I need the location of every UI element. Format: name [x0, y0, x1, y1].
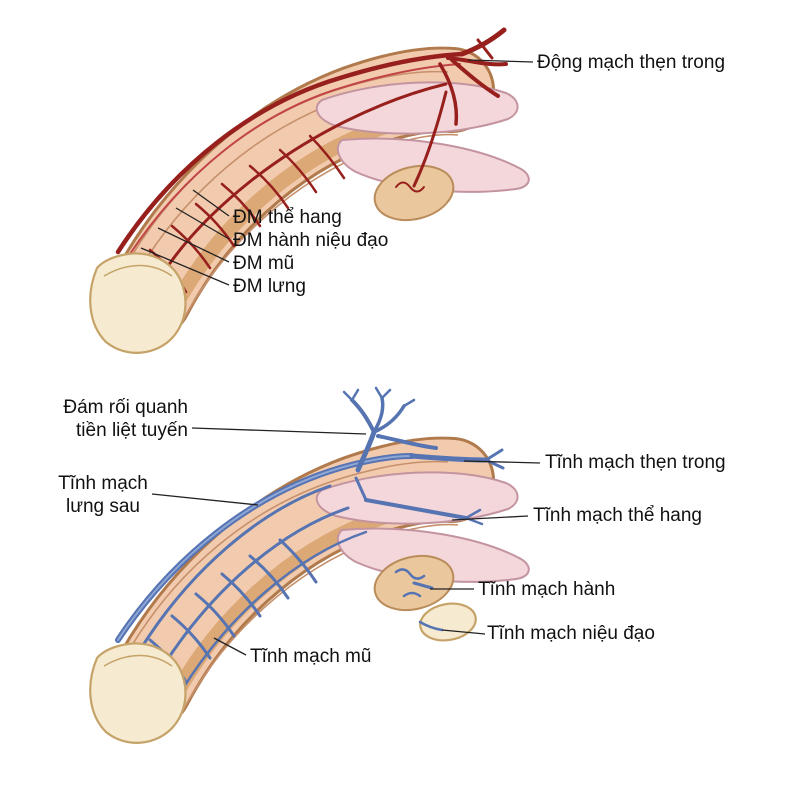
plexus-twig	[380, 388, 392, 400]
tunica-layer-line	[181, 133, 459, 323]
label-line: lưng sau	[66, 496, 140, 517]
periprostatic-plexus	[342, 386, 438, 473]
label-cavernosal-artery: ĐM thể hang	[233, 207, 342, 228]
pudendal-branch	[459, 27, 507, 57]
corpus-cavernosum-body	[315, 81, 519, 135]
label-cavernosal-vein: Tĩnh mạch thể hang	[533, 505, 702, 526]
plexus-branch	[372, 396, 385, 434]
longitudinal-vein	[180, 530, 368, 692]
leader-line-circumflex-artery	[157, 227, 230, 263]
bulbar-urethral-veins	[394, 568, 444, 632]
pudendal-branch	[438, 62, 459, 126]
dorsal-artery-companion	[125, 63, 461, 261]
plexus-twig	[402, 398, 416, 408]
deep-dorsal-vein-highlight	[117, 455, 413, 641]
circumflex-artery	[170, 224, 212, 270]
circumflex-vein-lattice	[138, 484, 368, 692]
bulb-artery-squiggle	[395, 181, 425, 193]
cavernosal-vein	[354, 476, 484, 526]
cavernosal-vein-root	[354, 476, 368, 502]
bulbar-vein	[394, 568, 426, 580]
circumflex-vein	[278, 538, 318, 584]
leader-line-deep-dorsal-vein	[151, 493, 259, 506]
pudendal-branch	[450, 58, 500, 98]
label-internal-pudendal-vein: Tĩnh mạch thẹn trong	[545, 452, 726, 473]
corona-line	[103, 654, 173, 667]
pudendal-vein	[409, 453, 489, 463]
longitudinal-vein	[138, 484, 332, 652]
longitudinal-vein	[160, 506, 350, 670]
bulbar-vein	[402, 591, 422, 598]
leader-line-circumflex-vein	[213, 637, 247, 656]
bulbourethral-artery	[412, 90, 448, 188]
label-periprostatic-plexus: Đám rối quanh tiền liệt tuyến	[38, 396, 188, 442]
cavernosal-vein-trunk	[364, 498, 468, 520]
leader-line-periprostatic-plexus	[191, 427, 367, 435]
dorsal-artery	[115, 51, 465, 255]
label-bulbar-vein: Tĩnh mạch hành	[478, 579, 616, 600]
leader-line-pudendal-vein	[463, 460, 541, 464]
leader-line-bulbourethral-artery	[175, 207, 230, 240]
urethral-bulb-tip	[419, 602, 477, 642]
circumflex-artery	[194, 202, 236, 248]
pudendal-vein-twig	[484, 448, 504, 462]
glans	[89, 252, 187, 354]
circumflex-artery	[278, 148, 318, 194]
label-deep-dorsal-vein: Tĩnh mạch lưng sau	[54, 472, 152, 518]
label-dorsal-artery: ĐM lưng	[233, 276, 306, 297]
venous-figure	[89, 386, 541, 744]
circumflex-vein	[194, 592, 236, 638]
label-line: Tĩnh mạch	[58, 473, 148, 494]
label-internal-pudendal-artery: Động mạch thẹn trong	[537, 52, 726, 73]
label-bulbourethral-artery: ĐM hành niệu đạo	[233, 230, 389, 251]
glans	[89, 642, 187, 744]
bulbar-vein	[412, 581, 434, 590]
leader-line-cavernosal-artery	[192, 189, 230, 217]
label-circumflex-artery: ĐM mũ	[233, 253, 295, 274]
internal-pudendal-artery-branches	[438, 27, 508, 126]
circumflex-artery	[220, 182, 262, 228]
leader-line-urethral-vein	[441, 629, 486, 635]
tunica-layer-line	[127, 460, 449, 653]
label-circumflex-vein: Tĩnh mạch mũ	[250, 646, 372, 667]
plexus-branch	[376, 434, 438, 450]
leader-line-cavernosal-vein	[451, 515, 529, 521]
label-line: Đám rối quanh	[63, 397, 188, 418]
leader-line-pudendal-artery	[467, 59, 534, 63]
circumflex-vein	[248, 554, 290, 600]
urethral-vein	[418, 620, 444, 632]
plexus-twig	[342, 390, 354, 402]
circumflex-artery	[248, 164, 290, 210]
corona-line	[103, 264, 173, 277]
label-line: tiền liệt tuyến	[76, 420, 188, 441]
corpus-cavernosum-body	[315, 471, 519, 525]
cavernosal-artery	[166, 82, 448, 268]
leader-line-dorsal-artery	[140, 247, 230, 286]
label-urethral-vein: Tĩnh mạch niệu đạo	[487, 623, 655, 644]
plexus-branch	[372, 404, 406, 434]
pudendal-branch	[476, 38, 494, 60]
plexus-branch	[355, 429, 377, 473]
plexus-twig	[350, 388, 360, 402]
plexus-twig	[374, 386, 384, 400]
circumflex-vein	[220, 572, 262, 618]
cavernosal-vein-twig	[464, 508, 482, 520]
arterial-figure	[89, 27, 534, 354]
penile-bulb	[373, 164, 455, 222]
plexus-branch	[350, 398, 376, 434]
tunica-layer-line	[181, 523, 459, 713]
